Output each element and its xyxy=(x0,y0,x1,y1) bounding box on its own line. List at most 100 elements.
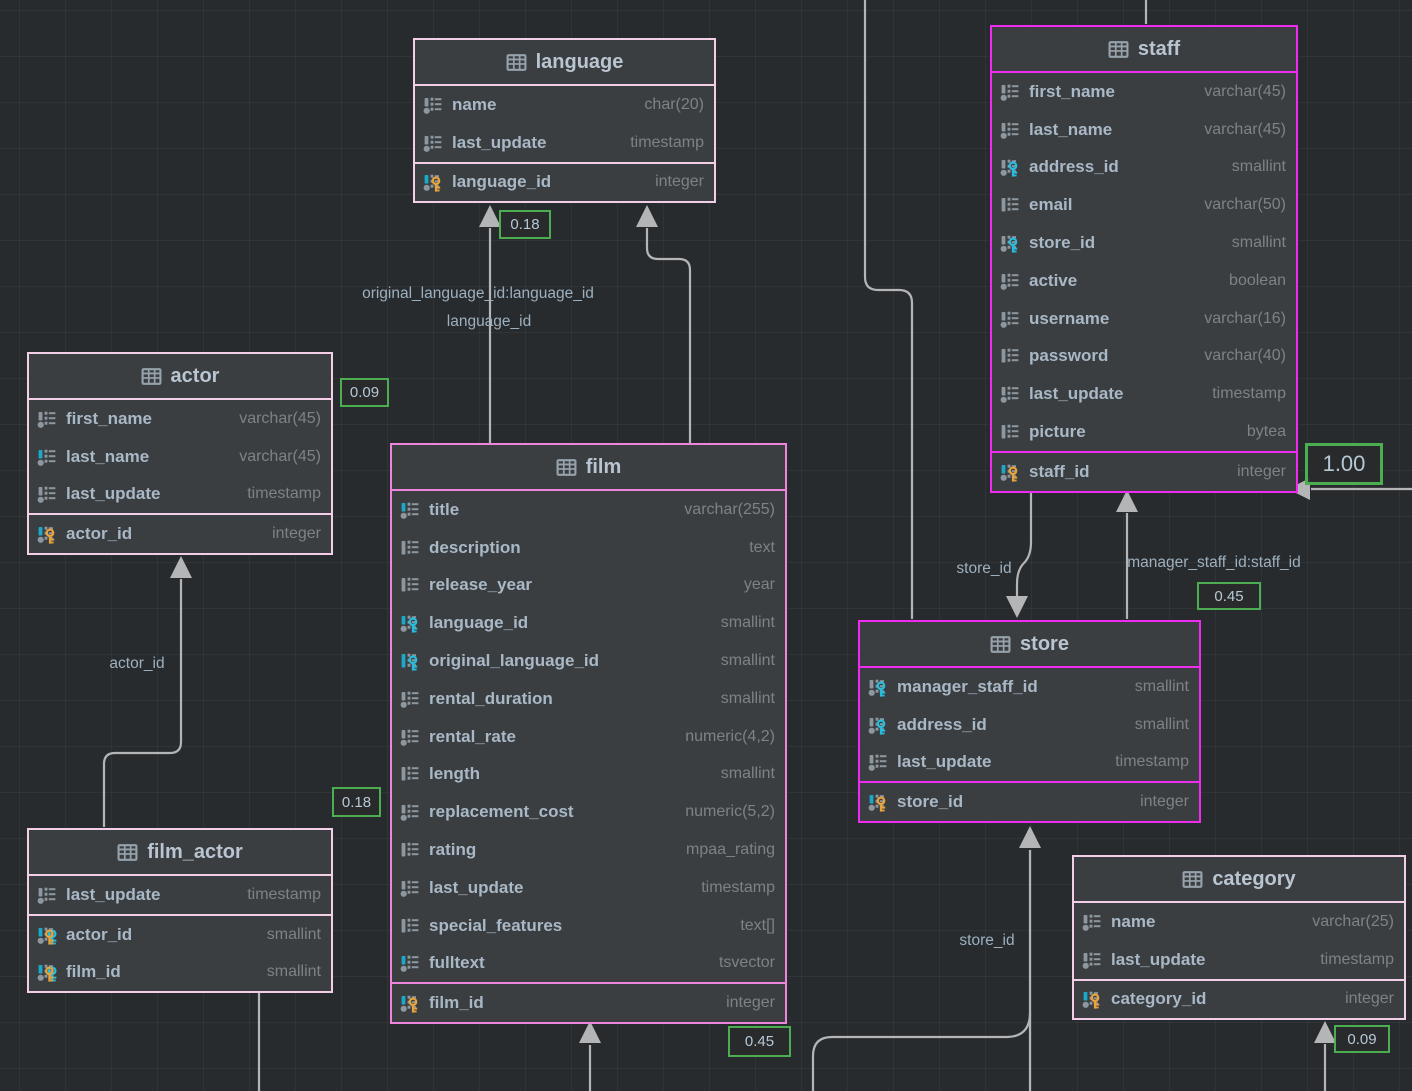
table-header-film[interactable]: film xyxy=(392,445,785,491)
column-name: username xyxy=(1029,308,1110,328)
column-row-film-original_language_id[interactable]: original_language_id smallint xyxy=(392,642,785,680)
edge-bottom-to-film[interactable] xyxy=(579,1021,601,1091)
column-notnull-icon xyxy=(400,916,420,936)
column-name: original_language_id xyxy=(429,651,600,671)
edge-right-to-staff[interactable] xyxy=(1288,478,1412,500)
column-notnull-icon xyxy=(1000,422,1020,442)
ratio-badge: 0.18 xyxy=(499,210,551,239)
table-header-language[interactable]: language xyxy=(415,40,714,86)
column-name: password xyxy=(1029,346,1109,366)
edge-line[interactable] xyxy=(645,228,692,443)
column-icon xyxy=(1000,384,1020,404)
edge-line[interactable] xyxy=(811,1012,1032,1091)
foreign-key-notnull-icon xyxy=(400,651,420,671)
column-name: rating xyxy=(429,840,477,860)
edge-label: store_id xyxy=(959,932,1015,949)
edge-bottom-to-store-straight[interactable] xyxy=(1019,826,1041,1091)
edge-store-to-staff[interactable] xyxy=(1116,490,1138,619)
edge-top-to-store[interactable] xyxy=(863,0,914,619)
edge-staff-to-store[interactable] xyxy=(1006,489,1033,618)
table-header-category[interactable]: category xyxy=(1074,857,1404,903)
edge-line[interactable] xyxy=(1015,489,1033,596)
column-type: smallint xyxy=(1231,158,1286,176)
column-type: varchar(45) xyxy=(1204,82,1286,100)
column-notnull-icon xyxy=(400,575,420,595)
column-type: timestamp xyxy=(630,133,704,151)
ratio-badge: 0.45 xyxy=(728,1026,791,1057)
table-header-actor[interactable]: actor xyxy=(29,354,331,400)
table-icon xyxy=(990,634,1011,655)
table-icon xyxy=(506,52,527,73)
table-icon xyxy=(141,366,162,387)
edge-bottom-to-category[interactable] xyxy=(1314,1021,1336,1091)
edge-bottom-to-store-curved[interactable] xyxy=(811,1012,1032,1091)
column-name: last_update xyxy=(66,484,161,504)
column-type: smallint xyxy=(720,614,775,632)
edge-film-language_id-to-language[interactable] xyxy=(479,205,501,443)
edge-line[interactable] xyxy=(102,579,183,827)
column-name: last_update xyxy=(1029,384,1124,404)
table-header-store[interactable]: store xyxy=(860,622,1199,668)
column-type: smallint xyxy=(720,652,775,670)
edge-film-original_language_id-to-language[interactable] xyxy=(636,205,692,443)
table-header-staff[interactable]: staff xyxy=(992,27,1296,73)
column-type: varchar(45) xyxy=(1204,120,1286,138)
column-type: smallint xyxy=(1134,715,1189,733)
edge-film_actor-to-actor[interactable] xyxy=(102,556,192,827)
table-header-film_actor[interactable]: film_actor xyxy=(29,830,331,876)
edge-line[interactable] xyxy=(863,0,914,619)
